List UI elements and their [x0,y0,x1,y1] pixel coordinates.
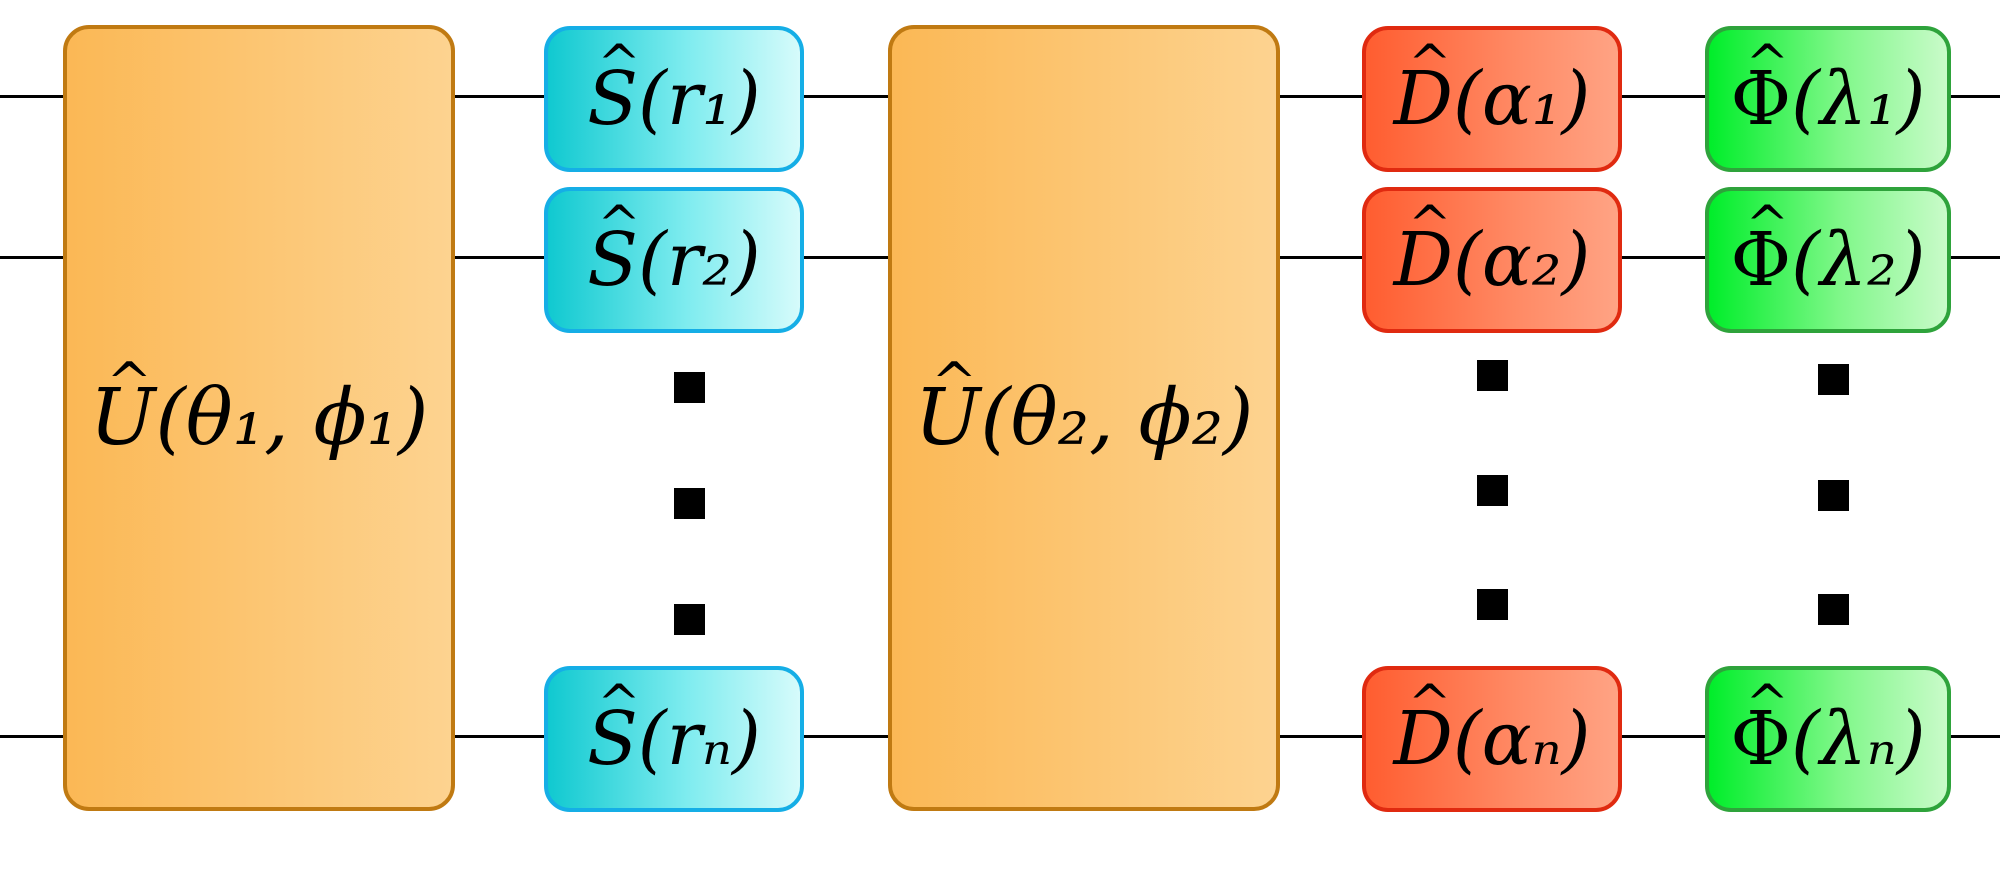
ellipsis-dot [674,372,705,403]
gate-arguments: (αₙ) [1452,696,1591,782]
gate-operator: Φ [1730,696,1791,782]
gate-operator: U [90,373,156,463]
displacement-gate-n: D(αₙ) [1362,666,1622,812]
gate-arguments: (rₙ) [637,696,761,782]
gate-arguments: (α₁) [1452,56,1591,142]
ellipsis-dot [1818,594,1849,625]
gate-operator: D [1394,56,1453,142]
gate-arguments: (r₁) [637,56,761,142]
phase-gate-2: Φ(λ₂) [1705,187,1951,333]
gate-operator: S [587,217,638,303]
gate-arguments: (r₂) [637,217,761,303]
gate-arguments: (λ₂) [1791,217,1926,303]
ellipsis-dot [674,604,705,635]
gate-arguments: (λₙ) [1791,696,1926,782]
gate-arguments: (λ₁) [1791,56,1926,142]
gate-operator: D [1393,696,1452,782]
gate-operator: S [587,696,638,782]
ellipsis-dot [674,488,705,519]
ellipsis-dot [1477,360,1508,391]
gate-operator: D [1394,217,1453,303]
phase-gate-n: Φ(λₙ) [1705,666,1951,812]
gate-operator: U [915,373,981,463]
gate-arguments: (θ₂, ϕ₂) [980,373,1254,463]
interferometer-gate-1: U(θ₁, ϕ₁) [63,25,455,811]
gate-arguments: (θ₁, ϕ₁) [155,373,429,463]
squeeze-gate-n: S(rₙ) [544,666,804,812]
squeeze-gate-1: S(r₁) [544,26,804,172]
gate-operator: S [587,56,638,142]
gate-arguments: (α₂) [1452,217,1591,303]
gate-operator: Φ [1731,217,1792,303]
gate-operator: Φ [1731,56,1792,142]
interferometer-gate-2: U(θ₂, ϕ₂) [888,25,1280,811]
ellipsis-dot [1818,364,1849,395]
phase-gate-1: Φ(λ₁) [1705,26,1951,172]
ellipsis-dot [1818,480,1849,511]
ellipsis-dot [1477,475,1508,506]
squeeze-gate-2: S(r₂) [544,187,804,333]
ellipsis-dot [1477,589,1508,620]
displacement-gate-1: D(α₁) [1362,26,1622,172]
displacement-gate-2: D(α₂) [1362,187,1622,333]
